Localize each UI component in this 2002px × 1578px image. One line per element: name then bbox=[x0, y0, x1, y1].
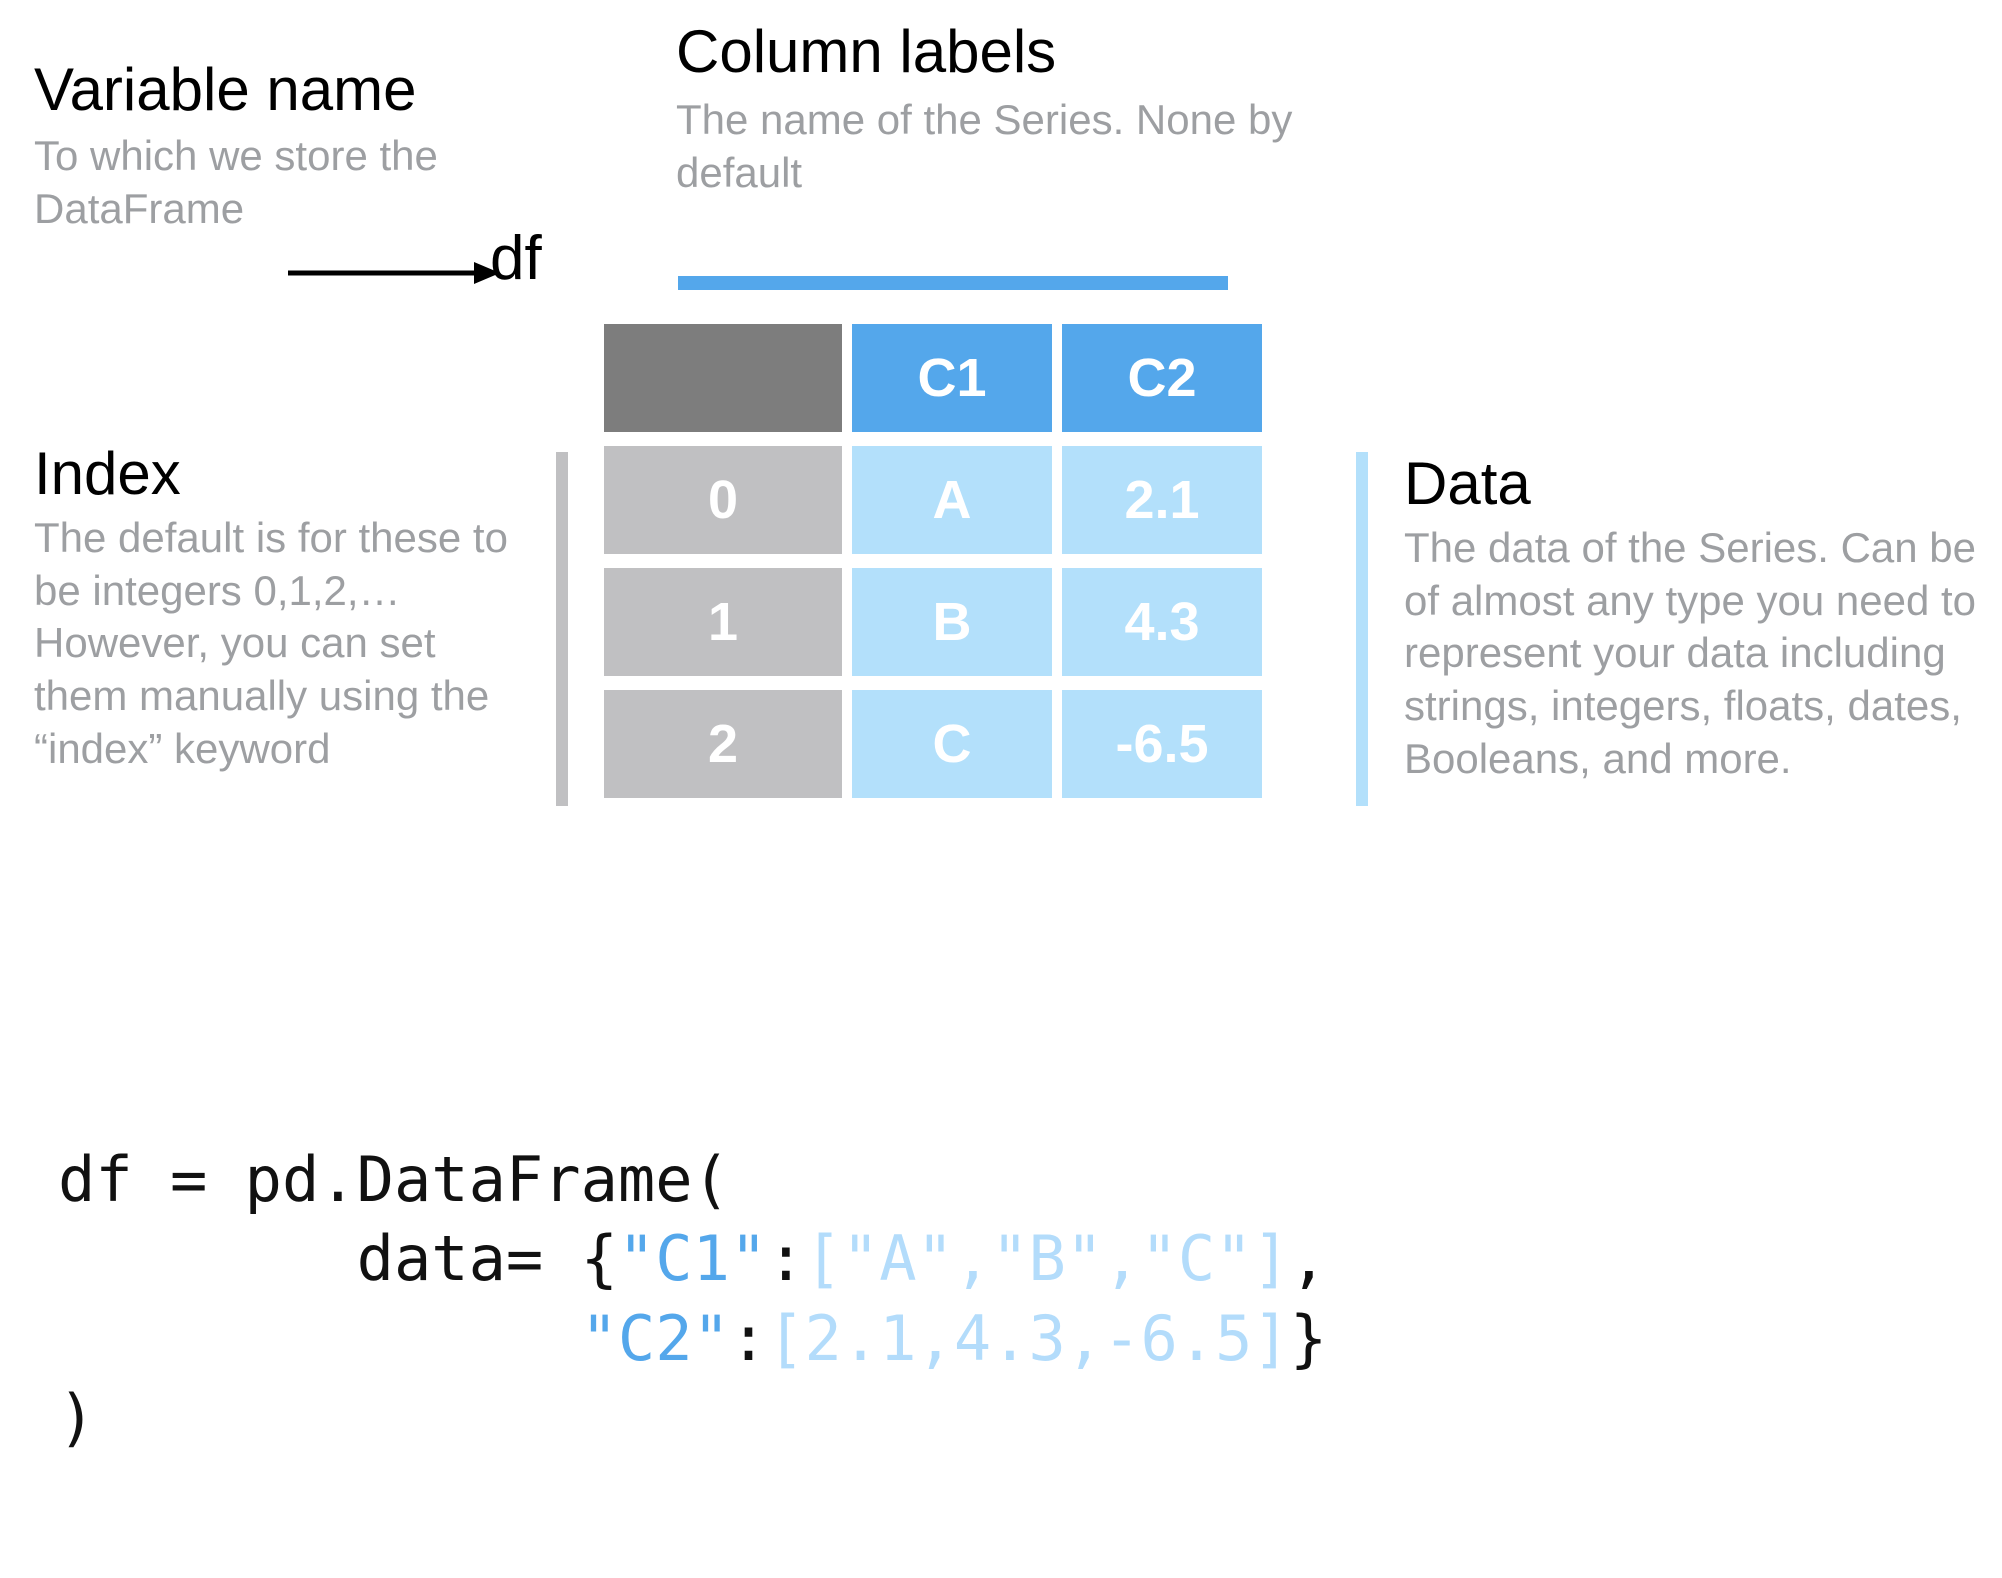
code-key-c2: "C2" bbox=[580, 1301, 730, 1375]
data-annotation: Data The data of the Series. Can be of a… bbox=[1404, 452, 1984, 786]
data-title: Data bbox=[1404, 450, 1531, 517]
index-bracket-bar bbox=[556, 452, 568, 806]
table-row: 2 C -6.5 bbox=[604, 690, 1272, 798]
table-corner-cell bbox=[604, 324, 842, 432]
table-data-cell-c1: C bbox=[852, 690, 1052, 798]
column-labels-underline bbox=[678, 276, 1228, 290]
code-line-1: df = pd.DataFrame( bbox=[58, 1143, 730, 1216]
index-annotation: Index The default is for these to be int… bbox=[34, 442, 534, 776]
table-data-cell-c2: 2.1 bbox=[1062, 446, 1262, 554]
code-line-2-suffix: , bbox=[1289, 1222, 1328, 1296]
data-description: The data of the Series. Can be of almost… bbox=[1404, 523, 1977, 783]
table-column-header-c2: C2 bbox=[1062, 324, 1262, 432]
arrow-right-icon bbox=[288, 260, 500, 286]
code-line-3-suffix: } bbox=[1289, 1301, 1328, 1375]
table-index-cell: 1 bbox=[604, 568, 842, 676]
table-data-cell-c1: B bbox=[852, 568, 1052, 676]
index-description: The default is for these to be integers … bbox=[34, 513, 508, 773]
code-colon-1: : bbox=[767, 1222, 805, 1296]
code-list-c1: ["A","B","C"] bbox=[804, 1222, 1290, 1296]
table-row: 1 B 4.3 bbox=[604, 568, 1272, 676]
code-list-c2: [2.1,4.3,-6.5] bbox=[767, 1301, 1290, 1375]
code-key-c1: "C1" bbox=[617, 1222, 768, 1296]
table-column-header-c1: C1 bbox=[852, 324, 1052, 432]
variable-name-annotation: Variable name To which we store the Data… bbox=[34, 58, 594, 235]
variable-name-title: Variable name bbox=[34, 56, 417, 123]
data-bracket-bar bbox=[1356, 452, 1368, 806]
table-data-cell-c1: A bbox=[852, 446, 1052, 554]
table-header-row: C1 C2 bbox=[604, 324, 1272, 432]
table-index-cell: 0 bbox=[604, 446, 842, 554]
column-labels-title: Column labels bbox=[676, 18, 1057, 85]
table-index-cell: 2 bbox=[604, 690, 842, 798]
code-colon-2: : bbox=[729, 1301, 768, 1375]
code-line-2-prefix: data= { bbox=[58, 1222, 618, 1296]
column-labels-description: The name of the Series. None by default bbox=[676, 95, 1293, 196]
code-line-3-prefix bbox=[58, 1302, 581, 1375]
variable-name-description: To which we store the DataFrame bbox=[34, 131, 438, 232]
code-snippet: df = pd.DataFrame( data= {"C1":["A","B",… bbox=[58, 1140, 1327, 1457]
table-row: 0 A 2.1 bbox=[604, 446, 1272, 554]
column-labels-annotation: Column labels The name of the Series. No… bbox=[676, 20, 1296, 199]
index-title: Index bbox=[34, 440, 181, 507]
dataframe-variable-label: df bbox=[490, 224, 542, 293]
table-data-cell-c2: -6.5 bbox=[1062, 690, 1262, 798]
code-line-4: ) bbox=[58, 1381, 96, 1455]
dataframe-table: C1 C2 0 A 2.1 1 B 4.3 2 C -6.5 bbox=[604, 324, 1272, 798]
table-data-cell-c2: 4.3 bbox=[1062, 568, 1262, 676]
